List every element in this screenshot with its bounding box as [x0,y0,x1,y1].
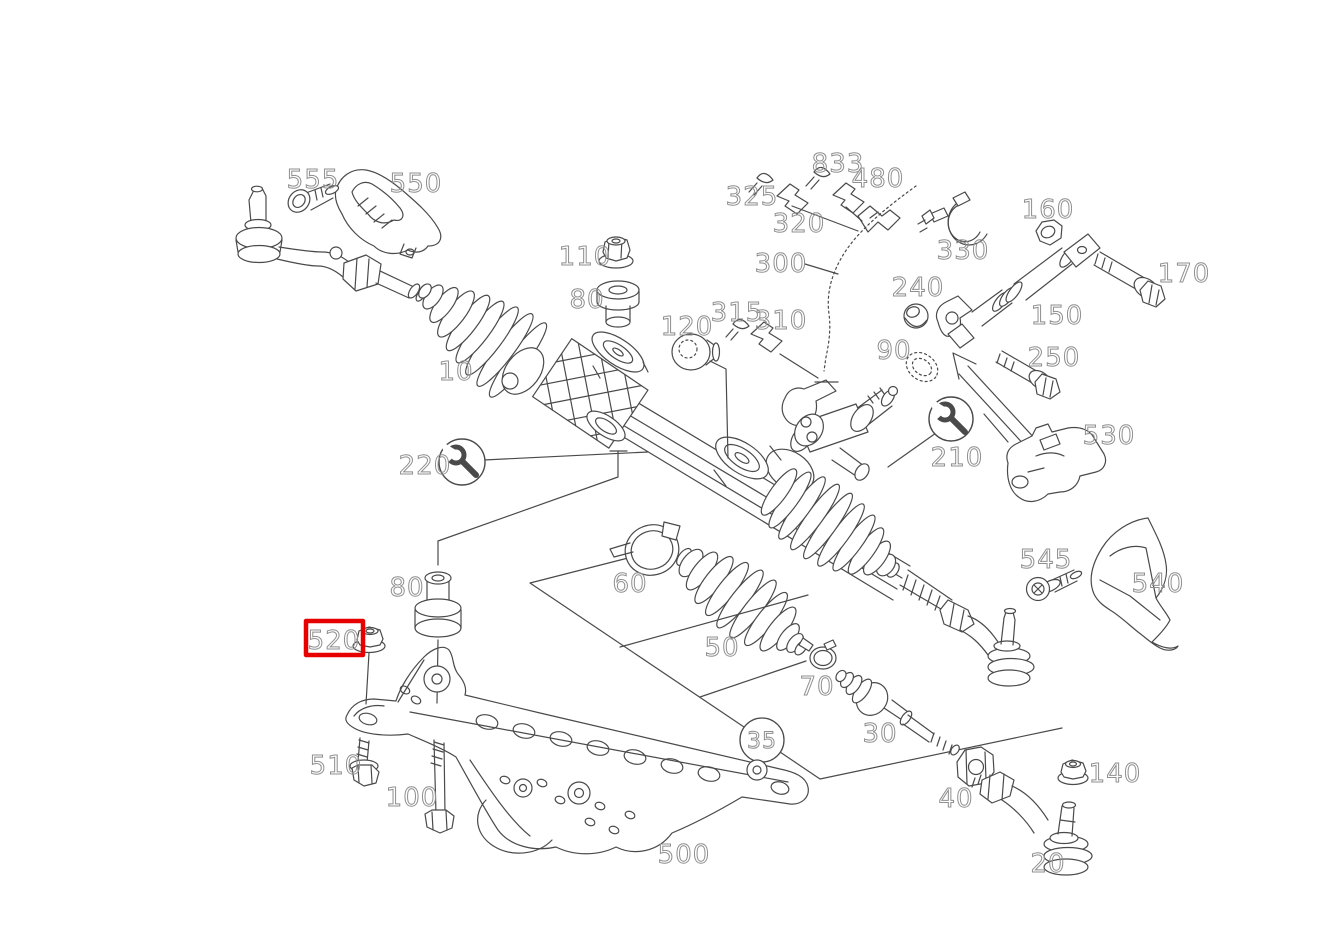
part-label-150[interactable]: 150 [1030,301,1084,332]
part-label-80-bottom[interactable]: 80 [389,573,424,604]
inner-tie-rod-30 [835,669,960,756]
part-label-530[interactable]: 530 [1082,421,1136,452]
nut-140 [1057,759,1089,786]
heat-shield-540 [1090,517,1179,651]
part-label-220[interactable]: 220 [398,451,452,482]
grommet-240 [903,303,929,329]
mount-boss-lower [586,410,626,442]
pipe-fitting [791,205,901,233]
hydraulic-line-300 [804,185,917,372]
subframe-500 [345,646,809,855]
bolt-510 [349,737,380,787]
part-label-210[interactable]: 210 [930,443,984,474]
part-label-30[interactable]: 30 [862,719,897,750]
seal-ring-90 [905,351,939,383]
part-label-110[interactable]: 110 [558,242,612,273]
wrench-icon [441,441,479,478]
part-label-140[interactable]: 140 [1088,759,1142,790]
plug-320 [776,183,809,215]
plug-315 [725,318,750,341]
wrench-callout-220 [438,438,649,486]
part-label-300[interactable]: 300 [754,249,808,280]
part-label-480[interactable]: 480 [851,164,905,195]
plug-833 [805,166,831,190]
part-label-500[interactable]: 500 [657,840,711,871]
part-label-330[interactable]: 330 [936,236,990,267]
part-label-100[interactable]: 100 [385,783,439,814]
boot-50 [676,547,808,656]
kit-boundary-35 [529,556,1063,780]
nut-160 [1035,219,1063,246]
part-label-550[interactable]: 550 [389,169,443,200]
part-label-50[interactable]: 50 [704,633,739,664]
right-boot [760,468,900,578]
clamp-60 [609,521,681,576]
part-label-40[interactable]: 40 [938,784,973,815]
part-label-320[interactable]: 320 [772,209,826,240]
bushing-80-top [596,280,640,328]
left-boot [418,283,548,398]
plug-325 [748,172,774,196]
part-label-10[interactable]: 10 [438,357,473,388]
bracket-550 [334,169,442,259]
nut-40 [956,746,995,787]
part-label-833[interactable]: 833 [811,149,865,180]
nut-110 [598,236,634,269]
part-label-545[interactable]: 545 [1019,545,1073,576]
tie-rod-end-20 [971,771,1093,876]
part-label-325[interactable]: 325 [725,182,779,213]
bolt-250 [995,350,1061,400]
steering-column-150 [935,233,1101,349]
part-label-20[interactable]: 20 [1030,849,1065,880]
direction-arrow [952,352,1038,450]
mount-boss-top [591,331,645,373]
part-label-250[interactable]: 250 [1027,343,1081,374]
bolt-555 [287,183,340,213]
plug-310 [750,321,839,383]
wrench-icon [930,398,968,435]
part-label-170[interactable]: 170 [1157,259,1211,290]
bolt-170 [1093,251,1166,308]
wrench-callout-210 [887,396,974,468]
part-label-510[interactable]: 510 [309,751,363,782]
steering-rack-assembly [235,185,1035,687]
part-label-315[interactable]: 315 [710,298,764,329]
part-label-520[interactable]: 520 [307,626,361,657]
part-label-540[interactable]: 540 [1131,569,1185,600]
part-labels: 555 550 10 110 80 120 315 310 325 320 83… [286,149,1211,880]
clamp-70 [798,637,837,670]
clamp-330 [917,191,988,246]
part-label-70[interactable]: 70 [799,672,834,703]
part-label-120[interactable]: 120 [660,312,714,343]
part-label-90[interactable]: 90 [876,336,911,367]
part-label-555[interactable]: 555 [286,165,340,196]
plug-480 [832,182,865,214]
part-label-60[interactable]: 60 [612,569,647,600]
bolt-100 [424,739,455,834]
rack-housing-sleeve [531,338,649,449]
highlight-box-520 [303,618,366,658]
part-label-80-top[interactable]: 80 [569,285,604,316]
part-label-310[interactable]: 310 [754,306,808,337]
bolt-545 [1025,569,1083,602]
part-label-35[interactable]: 35 [747,729,777,755]
bracket-530 [983,413,1107,503]
bushing-80-bottom [414,450,628,704]
part-label-160[interactable]: 160 [1021,195,1075,226]
grommet-120 [671,333,729,459]
part-label-240[interactable]: 240 [891,273,945,304]
